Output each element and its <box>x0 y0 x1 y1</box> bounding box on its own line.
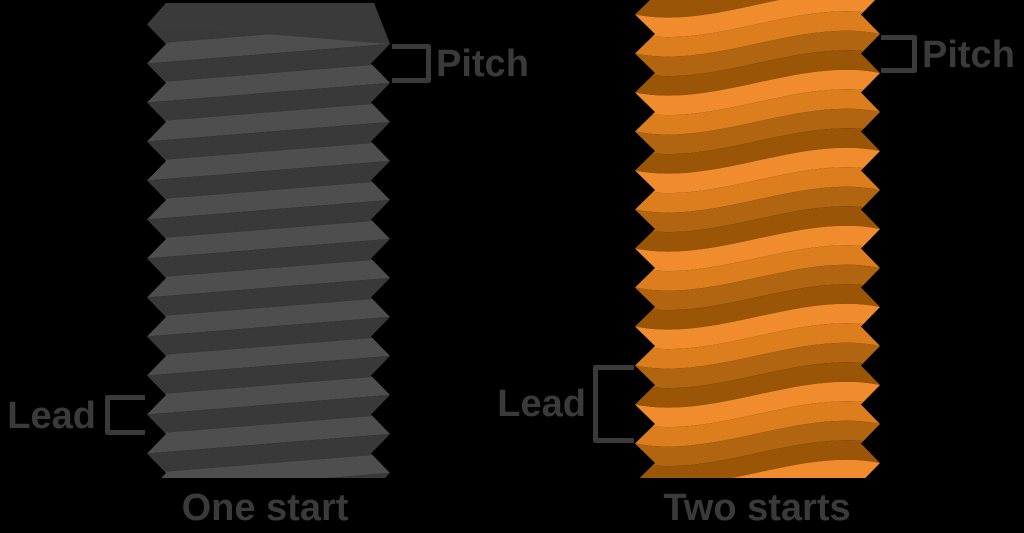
lead-bracket-right <box>593 365 634 443</box>
pitch-bracket-left <box>392 44 431 83</box>
two-start-thread <box>635 0 880 478</box>
gray-top-face <box>147 3 390 44</box>
lead-label-right: Lead <box>497 383 586 425</box>
caption-one-start: One start <box>181 487 349 529</box>
lead-bracket-left <box>105 395 145 435</box>
pitch-bracket-right <box>881 35 917 73</box>
pitch-label-left: Pitch <box>436 43 529 85</box>
one-start-thread <box>147 3 390 478</box>
caption-two-starts: Two starts <box>663 487 851 529</box>
lead-label-left: Lead <box>7 395 96 437</box>
pitch-label-right: Pitch <box>922 34 1015 76</box>
